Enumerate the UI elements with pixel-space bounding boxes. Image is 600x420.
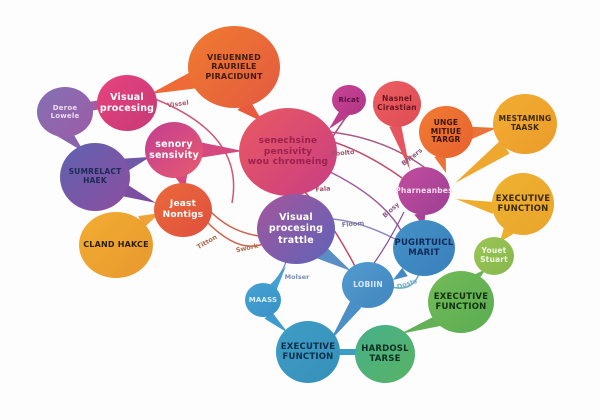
connector-tail <box>400 314 442 334</box>
node-lobiin: LOBIIN <box>342 262 394 308</box>
node-visual-procesing: Visual procesing <box>97 75 157 131</box>
node-executive-function-teal: EXECUTIVE FUNCTION <box>276 321 340 383</box>
connector-tail <box>456 199 496 214</box>
connector-tail <box>264 311 288 333</box>
connector-tail <box>468 126 497 140</box>
connector-tail <box>330 300 362 341</box>
connector-tail <box>500 226 514 242</box>
node-cland-hakce: CLAND HAKCE <box>79 212 153 278</box>
node-executive-function-yellow: EXECUTIVE FUNCTION <box>492 173 554 235</box>
node-vieuenned-rauriele-piracidunt: VIEUENNED RAURIELE PIRACIDUNT <box>188 26 280 108</box>
connector-line <box>332 218 396 240</box>
node-maass: MAASS <box>245 283 281 317</box>
node-executive-function-green: EXECUTIVE FUNCTION <box>428 271 494 333</box>
connector-tail <box>316 245 351 271</box>
node-deroe-lowele: Deroe Lowele <box>37 87 93 137</box>
node-pugirtuicl-marit: PUGIRTUICL MARIT <box>393 220 455 276</box>
connector-line <box>329 131 429 171</box>
connector-line <box>154 98 235 204</box>
node-unge-mitiue-targr: UNGE MITIUE TARGR <box>419 106 473 158</box>
connector-tail <box>389 123 410 170</box>
node-senechsine-pensivity: senechsine pensivity wou chromeing <box>239 108 337 196</box>
node-sumrelact-haek: SUMRELACT HAEK <box>60 143 130 211</box>
connector-tail <box>434 153 446 173</box>
node-nasnel-cirastian: Nasnel Cirastian <box>373 81 421 127</box>
connector-line <box>208 209 260 237</box>
node-hardosl-tarse: HARDOSL TARSE <box>355 325 415 383</box>
connector-line <box>391 273 420 289</box>
connector-line <box>204 219 264 248</box>
node-senory-sensivity: senory sensivity <box>145 122 203 178</box>
connector-tail <box>121 183 156 203</box>
node-youet-stuart: Youet Stuart <box>474 237 514 275</box>
connector-tail <box>393 267 408 280</box>
node-mestaming-taask: MESTAMING TAASK <box>493 94 557 154</box>
node-visual-procesing-trattle: Visual procesing trattle <box>257 194 335 264</box>
node-pharneanbes: Pharneanbes <box>395 167 453 215</box>
connector-tail <box>455 140 510 183</box>
node-ricat: Ricat <box>332 85 366 115</box>
node-jeast-nontigs: Jeast Nontigs <box>154 183 212 237</box>
connector-tail <box>198 142 243 158</box>
